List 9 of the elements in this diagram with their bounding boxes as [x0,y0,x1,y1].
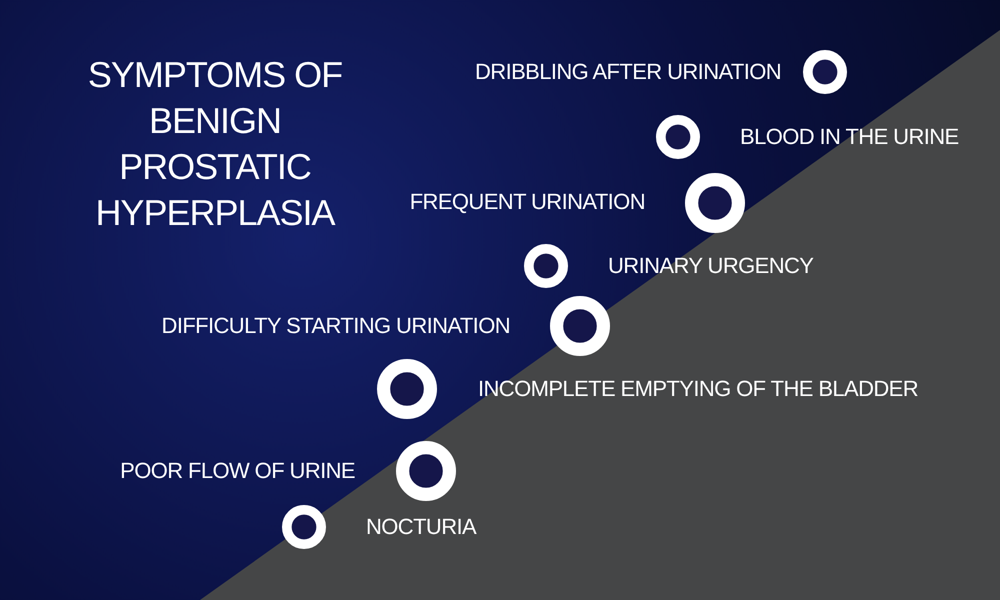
symptom-label: URINARY URGENCY [608,253,814,279]
symptom-label: DRIBBLING AFTER URINATION [475,59,782,85]
symptom-label: NOCTURIA [366,514,476,540]
symptom-label: FREQUENT URINATION [410,189,645,215]
symptom-label: DIFFICULTY STARTING URINATION [162,313,510,339]
symptom-label: POOR FLOW OF URINE [120,458,355,484]
symptom-label: BLOOD IN THE URINE [740,124,959,150]
symptom-label: INCOMPLETE EMPTYING OF THE BLADDER [478,376,918,402]
title: SYMPTOMS OF BENIGN PROSTATIC HYPERPLASIA [86,53,344,235]
